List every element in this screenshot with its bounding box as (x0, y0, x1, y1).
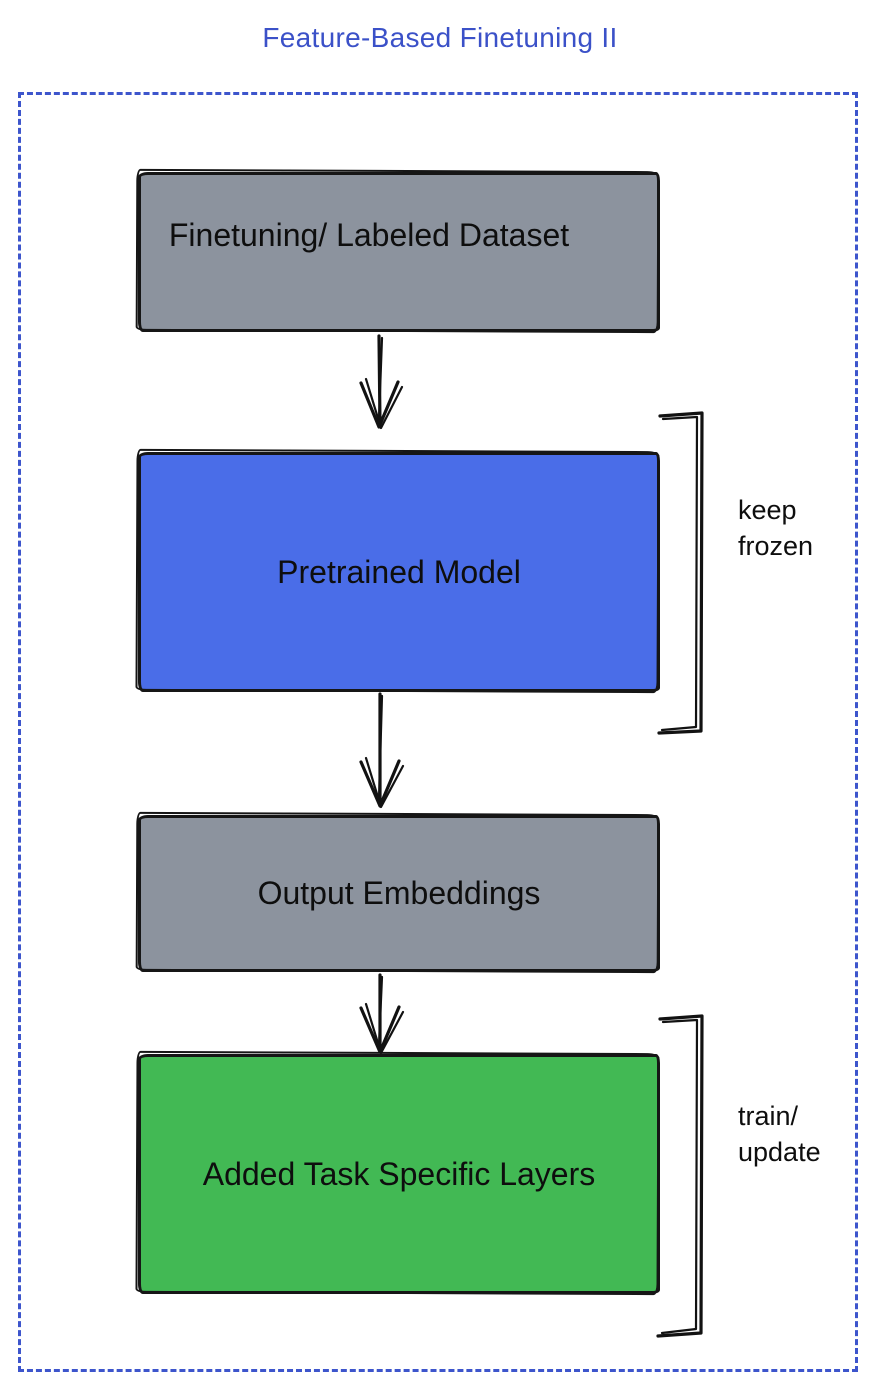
annotation-train-update: train/ update (738, 1101, 821, 1167)
node-output-embeddings: Output Embeddings (138, 815, 660, 972)
node-finetuning-labeled-dataset: Finetuning/ Labeled Dataset (138, 172, 660, 332)
node-label: Output Embeddings (257, 875, 541, 911)
annotation-keep-frozen: keep frozen (738, 495, 814, 561)
node-pretrained-model: Pretrained Model (138, 452, 660, 692)
node-label: Added Task Specific Layers (202, 1155, 596, 1192)
node-label: Finetuning/ Labeled Dataset (168, 216, 570, 253)
page-title: Feature-Based Finetuning II (262, 22, 618, 53)
dotted-frame (18, 92, 858, 1372)
node-added-task-specific-layers: Added Task Specific Layers (138, 1054, 660, 1294)
node-label: Pretrained Model (277, 553, 521, 590)
